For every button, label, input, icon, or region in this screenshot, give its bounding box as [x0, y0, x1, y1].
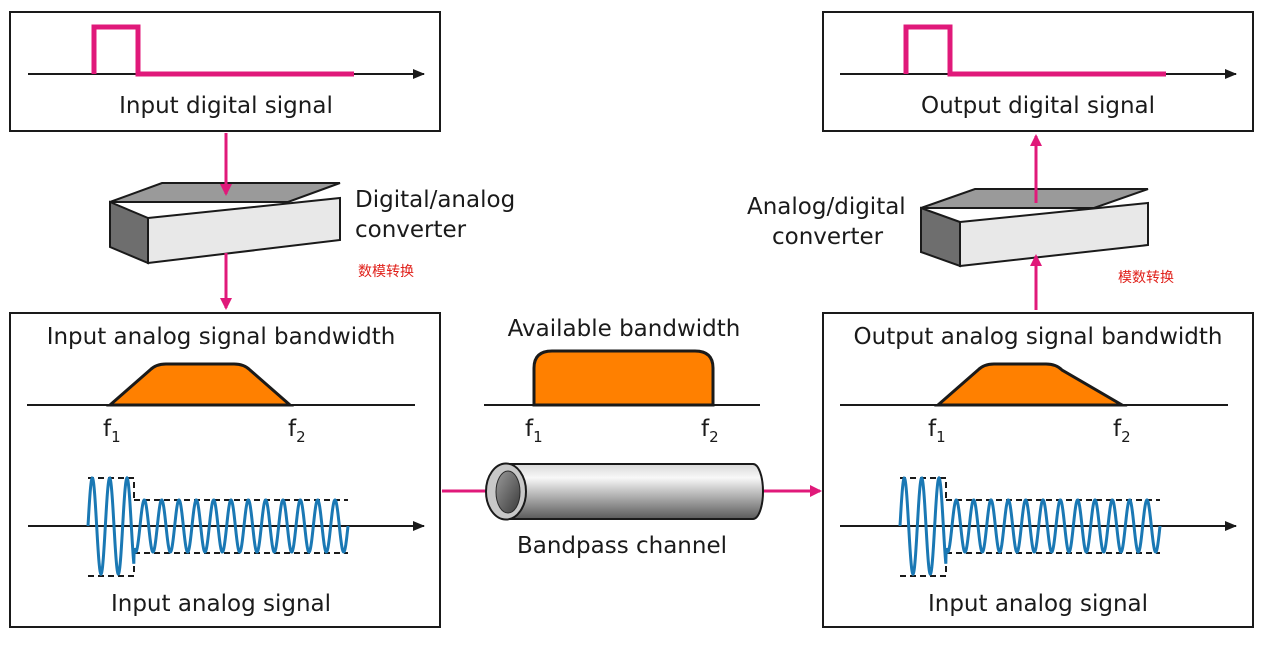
input-digital-label: Input digital signal	[119, 93, 333, 119]
adc-label-line1: Analog/digital	[747, 194, 906, 220]
cylinder-body	[508, 464, 753, 519]
available-bandwidth-title: Available bandwidth	[508, 316, 741, 342]
f2-letter: f	[701, 416, 710, 442]
output-analog-panel: Output analog signal bandwidth f1 f2 Inp…	[822, 312, 1254, 628]
f2-subscript: 2	[296, 428, 306, 446]
input-analog-box	[9, 312, 441, 628]
f2-letter: f	[1113, 416, 1122, 442]
f2-label: f2	[1113, 416, 1131, 446]
f2-subscript: 2	[709, 428, 719, 446]
envelope-dashes	[900, 477, 1160, 577]
dac-label-line1: Digital/analog	[355, 187, 515, 213]
f1-subscript: 1	[533, 428, 543, 446]
f1-label: f1	[928, 416, 946, 446]
f1-subscript: 1	[936, 428, 946, 446]
converter-front	[147, 196, 341, 265]
output-bandwidth-title: Output analog signal bandwidth	[854, 324, 1223, 350]
f2-letter: f	[288, 416, 297, 442]
available-spectrum-shape	[532, 349, 715, 407]
spectrum-shape	[106, 362, 294, 407]
f2-label: f2	[288, 416, 306, 446]
adc-converter: Analog/digital converter 模数转换	[747, 188, 1174, 286]
f1-letter: f	[103, 416, 112, 442]
f2-subscript: 2	[1121, 428, 1131, 446]
channel-section: Available bandwidth f1 f2 Bandpass chann…	[484, 316, 764, 559]
input-analog-label: Input analog signal	[111, 591, 331, 617]
digital-pulse	[91, 24, 354, 77]
adc-chinese-label: 模数转换	[1118, 269, 1174, 286]
input-bandwidth-title: Input analog signal bandwidth	[47, 324, 396, 350]
cylinder-far-end	[752, 463, 764, 520]
f2-label: f2	[701, 416, 719, 446]
bandpass-channel-cylinder	[485, 462, 764, 521]
dac-converter: Digital/analog converter 数模转换	[109, 182, 515, 280]
dac-chinese-label: 数模转换	[358, 263, 414, 280]
f1-label: f1	[103, 416, 121, 446]
converter-side	[109, 200, 149, 265]
f1-letter: f	[525, 416, 534, 442]
analog-wave	[898, 475, 1162, 577]
output-analog-box	[822, 312, 1254, 628]
output-digital-panel: Output digital signal	[822, 11, 1254, 132]
f1-subscript: 1	[111, 428, 121, 446]
f1-letter: f	[928, 416, 937, 442]
adc-label-line2: converter	[772, 224, 884, 250]
cylinder-opening	[495, 470, 521, 514]
input-analog-panel: Input analog signal bandwidth f1 f2 Inpu…	[9, 312, 441, 628]
converter-side	[920, 206, 961, 268]
digital-pulse	[903, 24, 1166, 77]
output-panel-analog-label: Input analog signal	[928, 591, 1148, 617]
output-digital-label: Output digital signal	[921, 93, 1155, 119]
envelope-dashes	[88, 477, 348, 577]
dac-label-line2: converter	[355, 217, 467, 243]
analog-wave	[86, 475, 350, 577]
converter-front	[959, 201, 1149, 268]
input-digital-panel: Input digital signal	[9, 11, 441, 132]
f1-label: f1	[525, 416, 543, 446]
bandpass-channel-label: Bandpass channel	[517, 533, 727, 559]
spectrum-shape	[934, 362, 1128, 407]
